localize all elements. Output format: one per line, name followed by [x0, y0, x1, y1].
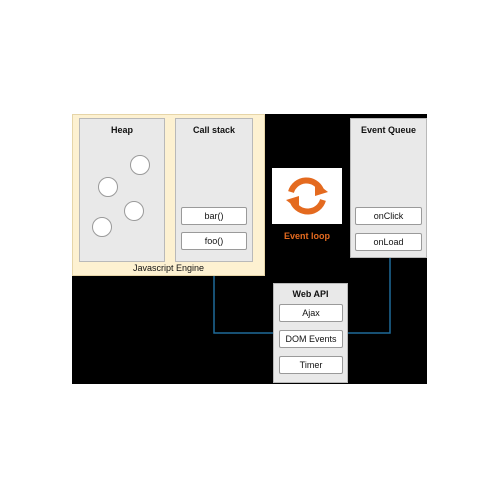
heap-panel: Heap: [79, 118, 165, 262]
event-queue-panel: Event Queue onClick onLoad: [350, 118, 427, 258]
queue-item: onLoad: [355, 233, 422, 251]
webapi-eventqueue-connector: [348, 258, 391, 334]
web-api-item: Timer: [279, 356, 343, 374]
stack-frame: bar(): [181, 207, 247, 225]
web-api-item: DOM Events: [279, 330, 343, 348]
stack-frame: foo(): [181, 232, 247, 250]
javascript-engine-label: Javascript Engine: [132, 263, 205, 273]
heap-title: Heap: [110, 125, 133, 135]
call-stack-panel: Call stack bar() foo(): [175, 118, 253, 262]
heap-object: [92, 217, 112, 237]
callstack-webapi-connector: [213, 262, 273, 334]
event-loop-graphic: [272, 168, 342, 224]
event-loop-label: Event loop: [283, 231, 330, 241]
web-api-item: Ajax: [279, 304, 343, 322]
refresh-arrows-icon: [286, 177, 328, 215]
heap-object: [130, 155, 150, 175]
call-stack-title: Call stack: [192, 125, 236, 135]
queue-item: onClick: [355, 207, 422, 225]
heap-object: [98, 177, 118, 197]
heap-object: [124, 201, 144, 221]
web-api-panel: Web API Ajax DOM Events Timer: [273, 283, 348, 383]
web-api-title: Web API: [292, 289, 329, 299]
event-queue-title: Event Queue: [360, 125, 416, 135]
